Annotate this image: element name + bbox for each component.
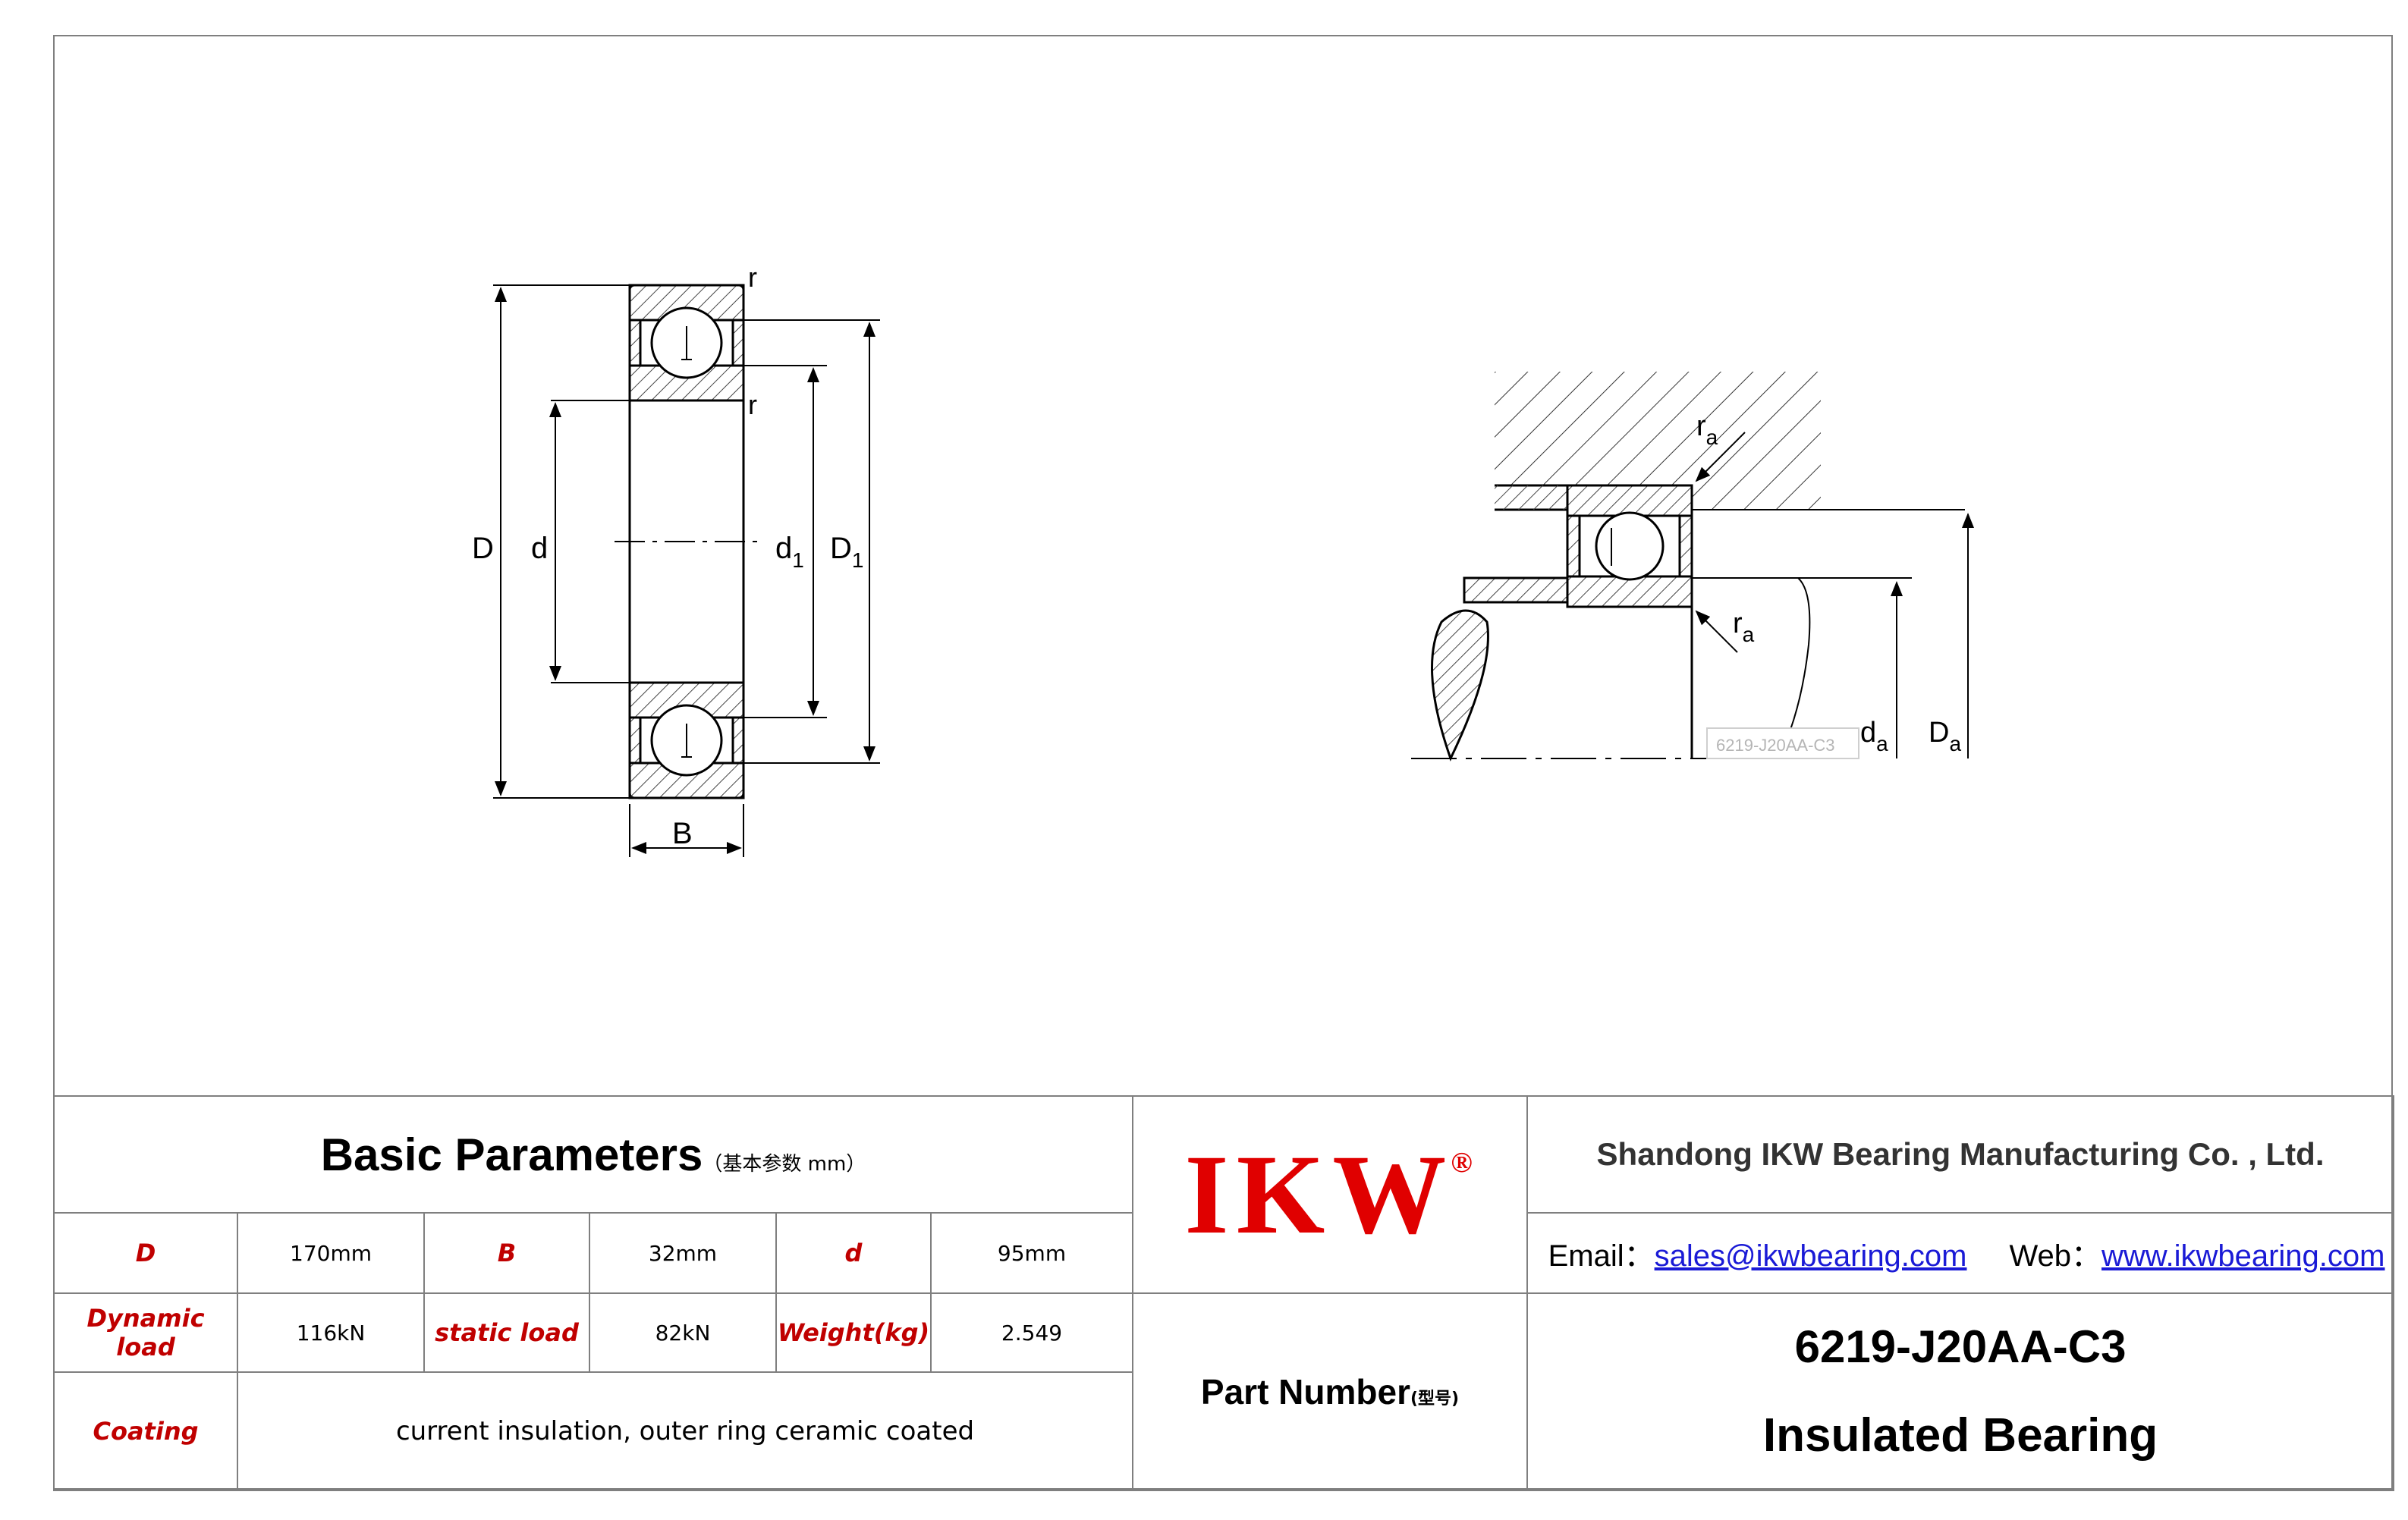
part-number-label-cell: Part Number(型号) <box>1132 1292 1529 1491</box>
label-radius-mid: r <box>748 389 757 420</box>
param-label-cell: D <box>53 1212 238 1294</box>
param-value-coating: current insulation, outer ring ceramic c… <box>395 1416 975 1446</box>
company-name-cell: Shandong IKW Bearing Manufacturing Co. ,… <box>1526 1095 2395 1214</box>
email-label: Email： <box>1548 1239 1655 1273</box>
bearing-type: Insulated Bearing <box>1762 1409 2158 1462</box>
technical-drawings: D d d1 D1 B r r <box>472 262 1974 857</box>
basic-parameters-subtitle: （基本参数 mm） <box>703 1152 866 1176</box>
basic-parameters-header: Basic Parameters（基本参数 mm） <box>52 1095 1134 1214</box>
param-value-static-load: 82kN <box>655 1320 711 1346</box>
part-number-label: Part Number <box>1200 1372 1410 1412</box>
param-value-outer-diameter: 170mm <box>290 1240 372 1266</box>
bearing-section-drawing <box>493 284 880 857</box>
param-value-cell: 170mm <box>237 1212 425 1294</box>
website-link[interactable]: www.ikwbearing.com <box>2101 1239 2385 1273</box>
part-number-value-cell: 6219-J20AA-C3 Insulated Bearing <box>1526 1292 2395 1491</box>
param-value-cell: 82kN <box>589 1292 777 1373</box>
title-block: Basic Parameters（基本参数 mm） IKW® Shandong … <box>52 1095 2395 1491</box>
param-label-weight: Weight(kg) <box>777 1318 930 1347</box>
label-outer-diameter: D <box>472 532 494 565</box>
label-width: B <box>672 817 693 850</box>
contact-cell: Email：sales@ikwbearing.com Web：www.ikwbea… <box>1526 1212 2395 1294</box>
param-label-cell: Weight(kg) <box>775 1292 932 1373</box>
part-number-label-sub: (型号) <box>1410 1390 1460 1409</box>
param-label-dynamic-load: Dynamic load <box>86 1304 205 1361</box>
label-fillet-housing: ra <box>1696 410 1718 449</box>
param-label-cell: Coating <box>53 1371 238 1491</box>
param-value-cell: 32mm <box>589 1212 777 1294</box>
label-bore-diameter: d <box>531 532 548 565</box>
company-name: Shandong IKW Bearing Manufacturing Co. ,… <box>1596 1136 2325 1172</box>
watermark-stamp: 6219-J20AA-C3 <box>1706 727 1859 759</box>
param-label-cell: Dynamic load <box>53 1292 238 1373</box>
label-housing-abutment-diameter: Da <box>1929 717 1961 755</box>
bearing-section-labels: D d d1 D1 B r r <box>472 262 863 850</box>
ikw-logo: IKW <box>1184 1132 1454 1258</box>
param-label-coating: Coating <box>93 1417 199 1446</box>
label-fillet-shaft: ra <box>1733 608 1755 646</box>
mounting-labels: ra ra da Da <box>1696 410 1961 755</box>
logo-cell: IKW® <box>1132 1095 1529 1294</box>
label-shaft-abutment-diameter: da <box>1860 717 1888 755</box>
param-label-outer-diameter: D <box>135 1239 156 1267</box>
part-number: 6219-J20AA-C3 <box>1794 1321 2127 1372</box>
param-label-cell: B <box>423 1212 590 1294</box>
web-label: Web： <box>2009 1239 2102 1273</box>
registered-mark: ® <box>1451 1147 1473 1179</box>
param-value-weight: 2.549 <box>1001 1320 1063 1346</box>
param-label-bore: d <box>844 1239 863 1267</box>
label-d1: d1 <box>775 532 804 572</box>
label-radius-top: r <box>748 262 757 293</box>
param-value-bore: 95mm <box>997 1240 1067 1266</box>
param-value-dynamic-load: 116kN <box>296 1320 366 1346</box>
mounting-drawing <box>1411 372 1974 762</box>
param-label-width: B <box>497 1239 517 1267</box>
watermark-text: 6219-J20AA-C3 <box>1716 736 1835 755</box>
param-value-width: 32mm <box>648 1240 718 1266</box>
param-label-cell: d <box>775 1212 932 1294</box>
param-label-static-load: static load <box>435 1318 579 1347</box>
param-value-cell: 95mm <box>929 1212 1134 1294</box>
param-label-cell: static load <box>423 1292 590 1373</box>
basic-parameters-title: Basic Parameters <box>320 1129 703 1180</box>
param-value-cell: 116kN <box>237 1292 425 1373</box>
email-link[interactable]: sales@ikwbearing.com <box>1654 1239 1967 1273</box>
param-value-cell: current insulation, outer ring ceramic c… <box>236 1371 1134 1491</box>
param-value-cell: 2.549 <box>929 1292 1134 1373</box>
label-D1: D1 <box>830 532 863 572</box>
